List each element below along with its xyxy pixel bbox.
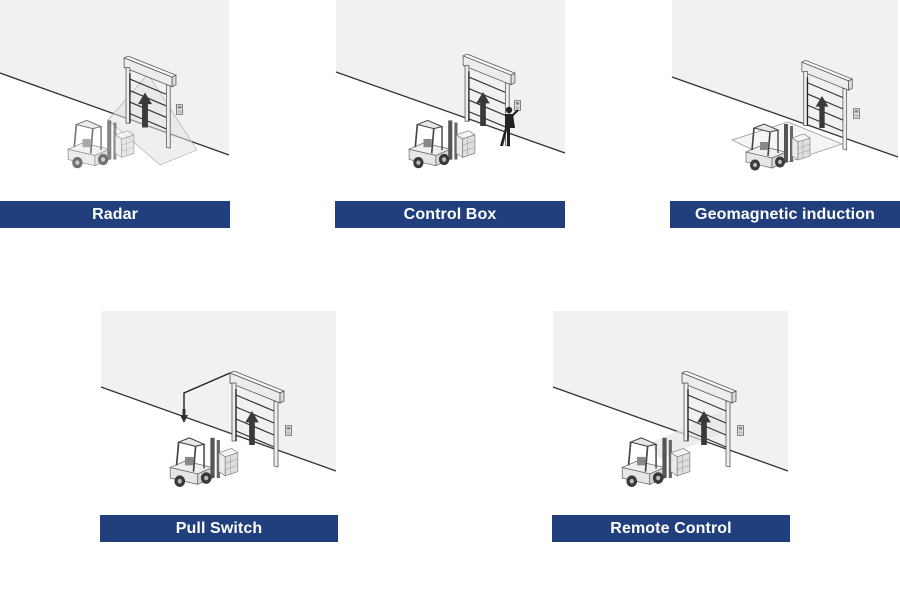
card-remote-control: Remote Control xyxy=(552,311,790,542)
radar-illustration xyxy=(0,0,230,170)
remote-control-label: Remote Control xyxy=(552,515,790,542)
pull-switch-label: Pull Switch xyxy=(100,515,338,542)
control-box-label: Control Box xyxy=(335,201,565,228)
person-icon xyxy=(500,106,519,146)
card-control-box: Control Box xyxy=(335,0,565,228)
pull-cord xyxy=(183,372,231,415)
remote-control-illustration xyxy=(552,311,789,488)
geomagnetic-illustration xyxy=(671,0,899,172)
geomagnetic-label: Geomagnetic induction xyxy=(670,201,900,228)
radar-label: Radar xyxy=(0,201,230,228)
card-radar: Radar xyxy=(0,0,230,228)
card-pull-switch: Pull Switch xyxy=(100,311,338,542)
control-box-illustration xyxy=(335,0,565,170)
card-geomagnetic: Geomagnetic induction xyxy=(670,0,900,228)
pull-switch-illustration xyxy=(100,311,337,488)
